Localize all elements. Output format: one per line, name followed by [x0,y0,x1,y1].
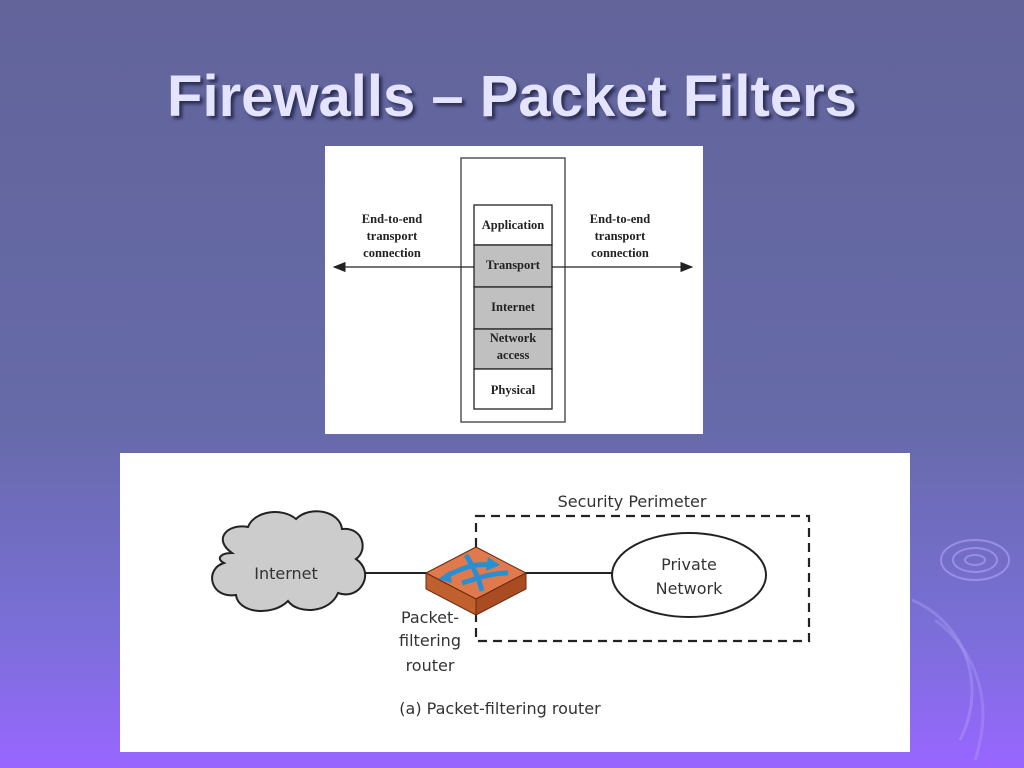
left-label-line2: transport [367,229,419,243]
protocol-stack-diagram: Application Transport Internet Network a… [325,146,703,434]
layer-transport [473,244,553,288]
router-label-line2: filtering [399,631,461,650]
stack-frame [460,157,566,423]
left-label-line3: connection [363,246,421,260]
private-network-label-line2: Network [656,579,724,598]
layer-internet [473,286,553,330]
left-label-line1: End-to-end [362,212,422,226]
internet-label: Internet [254,564,318,583]
router-label-line1: Packet- [401,608,459,627]
layer-physical [473,368,553,410]
layer-network-access-label-line2: access [497,348,530,362]
layer-application-label: Application [482,218,545,232]
right-label-line1: End-to-end [590,212,650,226]
router-icon [424,546,528,616]
layer-physical-label: Physical [491,383,536,397]
diagram-caption: (a) Packet-filtering router [399,699,601,718]
layer-transport-label: Transport [486,258,541,272]
layer-internet-label: Internet [491,300,536,314]
packet-filter-router-diagram: Internet Private Network Security Perime… [120,453,910,752]
router-label-line3: router [406,656,455,675]
security-perimeter-label: Security Perimeter [558,492,707,511]
slide-title: Firewalls – Packet Filters [167,64,857,129]
private-network-label-line1: Private [661,555,717,574]
cloud-icon [211,510,367,613]
right-label-line2: transport [595,229,647,243]
layer-network-access-label-line1: Network [490,331,537,345]
right-label-line3: connection [591,246,649,260]
layer-network-access [473,328,553,370]
private-network-ellipse [611,532,767,618]
